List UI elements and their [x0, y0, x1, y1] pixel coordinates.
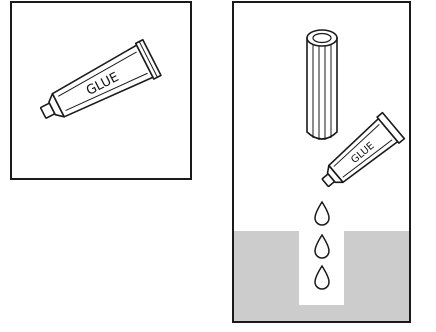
- glue-drop-icon: [314, 233, 330, 259]
- glue-drops: [314, 200, 330, 290]
- base-block-with-hole: [234, 231, 409, 321]
- glue-tube-closed: GLUE: [40, 38, 162, 119]
- dowel-icon: [306, 29, 338, 140]
- glue-tube-squeezing: GLUE: [321, 111, 406, 188]
- right-panel: GLUE: [232, 1, 411, 323]
- tube-crimp-icon: [376, 111, 406, 144]
- glue-drop-icon: [314, 200, 330, 226]
- glue-drop-icon: [314, 264, 330, 290]
- left-panel: GLUE: [10, 1, 192, 180]
